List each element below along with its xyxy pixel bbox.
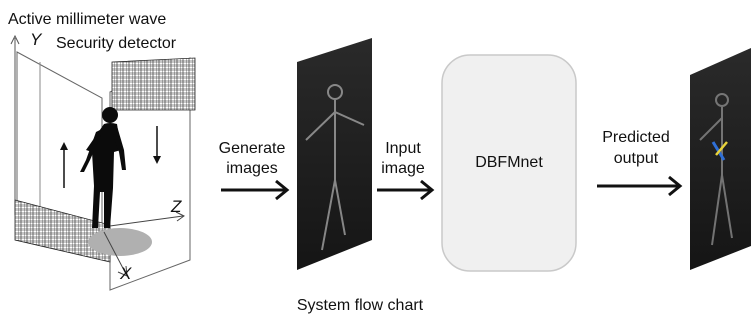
input-label-line1: Input (385, 140, 421, 157)
axis-label-y: Y (30, 30, 42, 49)
person-silhouette (80, 107, 126, 228)
detected-object-marker-yellow (715, 141, 728, 156)
axis-label-x: X (120, 264, 132, 283)
generate-label-line2: images (226, 160, 278, 177)
axis-label-z: Z (171, 197, 182, 216)
left-scanner-panel (16, 51, 103, 229)
floor-shadow (88, 228, 152, 256)
bottom-antenna-array (14, 199, 111, 263)
predicted-label-line2: output (613, 150, 659, 167)
detector-title-line1: Active millimeter wave (8, 11, 167, 28)
diagram-caption: System flow chart (296, 297, 424, 314)
predict-arrow (597, 175, 683, 197)
model-label: DBFMnet (475, 154, 543, 171)
generate-arrow (221, 179, 290, 201)
input-label-line2: image (381, 160, 425, 177)
dbfmnet-box (441, 54, 577, 272)
x-axis-line (103, 231, 127, 275)
generate-label-line1: Generate (218, 140, 286, 157)
top-antenna-array (111, 57, 196, 111)
input-arrow (377, 179, 435, 201)
predicted-label-line1: Predicted (602, 129, 670, 146)
z-axis-line (109, 215, 184, 227)
detector-title-line2: Security detector (56, 35, 177, 52)
millimeter-wave-scanner (10, 34, 196, 291)
predicted-output-image (690, 48, 751, 270)
mmw-scan-image (297, 38, 372, 270)
y-axis-arrowhead (10, 34, 20, 45)
